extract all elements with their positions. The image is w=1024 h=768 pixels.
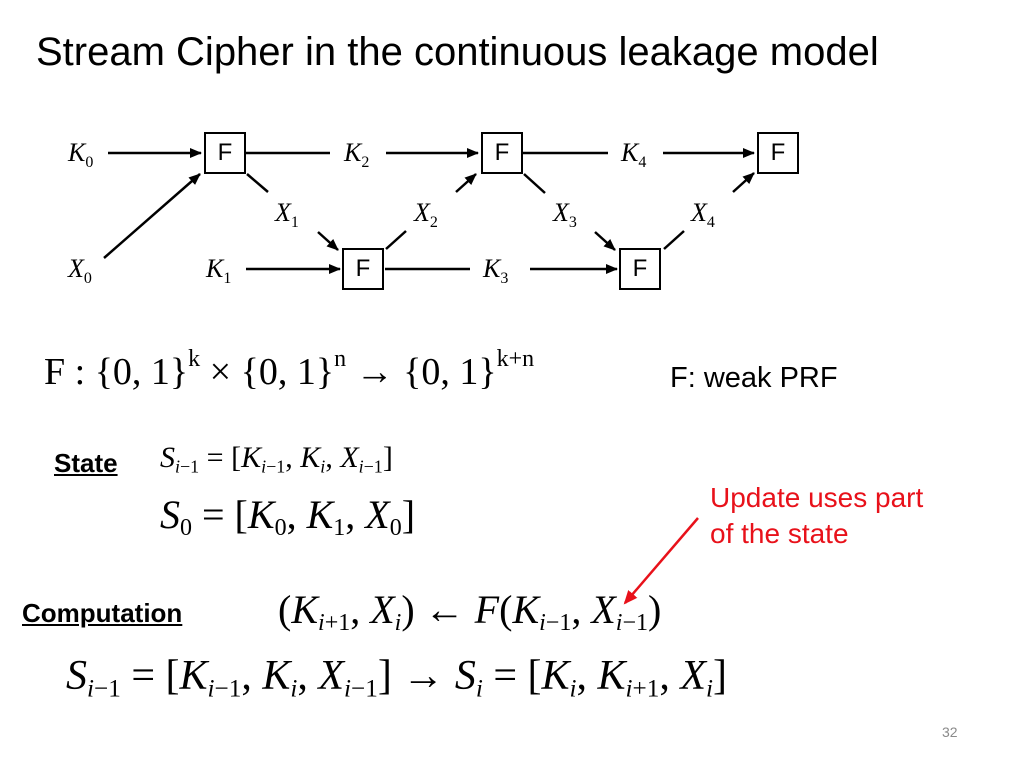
computation-label: Computation	[22, 598, 183, 628]
label-x2: X2	[414, 198, 438, 231]
initial-state-formula: S0 = [K0, K1, X0]	[160, 492, 416, 542]
page-number: 32	[942, 724, 958, 740]
f-box-1: F	[204, 132, 246, 174]
f-box-2: F	[342, 248, 384, 290]
edge-f1-x1	[246, 173, 269, 193]
prf-signature-formula: F : {0, 1}k × {0, 1}n → {0, 1}k+n	[44, 346, 535, 393]
f-box-3: F	[481, 132, 523, 174]
edge-x4-f5	[732, 172, 755, 193]
label-k3: K3	[483, 254, 509, 287]
label-k0: K0	[68, 138, 94, 171]
edge-f3-x3	[523, 173, 546, 194]
edge-f4-x4	[663, 230, 685, 250]
label-k1: K1	[206, 254, 232, 287]
label-k4: K4	[621, 138, 647, 171]
weak-prf-note: F: weak PRF	[670, 362, 838, 394]
slide-title: Stream Cipher in the continuous leakage …	[36, 30, 879, 74]
state-label: State	[54, 448, 118, 478]
edge-x2-f3	[455, 173, 477, 193]
state-definition-formula: Si−1 = [Ki−1, Ki, Xi−1]	[160, 441, 393, 477]
edge-f2-x2	[385, 230, 407, 250]
state-transition-formula: Si−1 = [Ki−1, Ki, Xi−1] → Si = [Ki, Ki+1…	[66, 653, 727, 703]
edge-x3-f4	[594, 231, 616, 251]
label-k2: K2	[344, 138, 370, 171]
label-x1: X1	[275, 198, 299, 231]
edge-x1-f2	[317, 231, 339, 251]
stream-cipher-diagram	[103, 148, 755, 274]
label-x4: X4	[691, 198, 715, 231]
f-box-5: F	[757, 132, 799, 174]
edge-x0-f1	[103, 173, 201, 259]
f-box-4: F	[619, 248, 661, 290]
label-x0: X0	[68, 254, 92, 287]
label-x3: X3	[553, 198, 577, 231]
update-formula: (Ki+1, Xi) ← F(Ki−1, Xi−1)	[278, 587, 662, 637]
